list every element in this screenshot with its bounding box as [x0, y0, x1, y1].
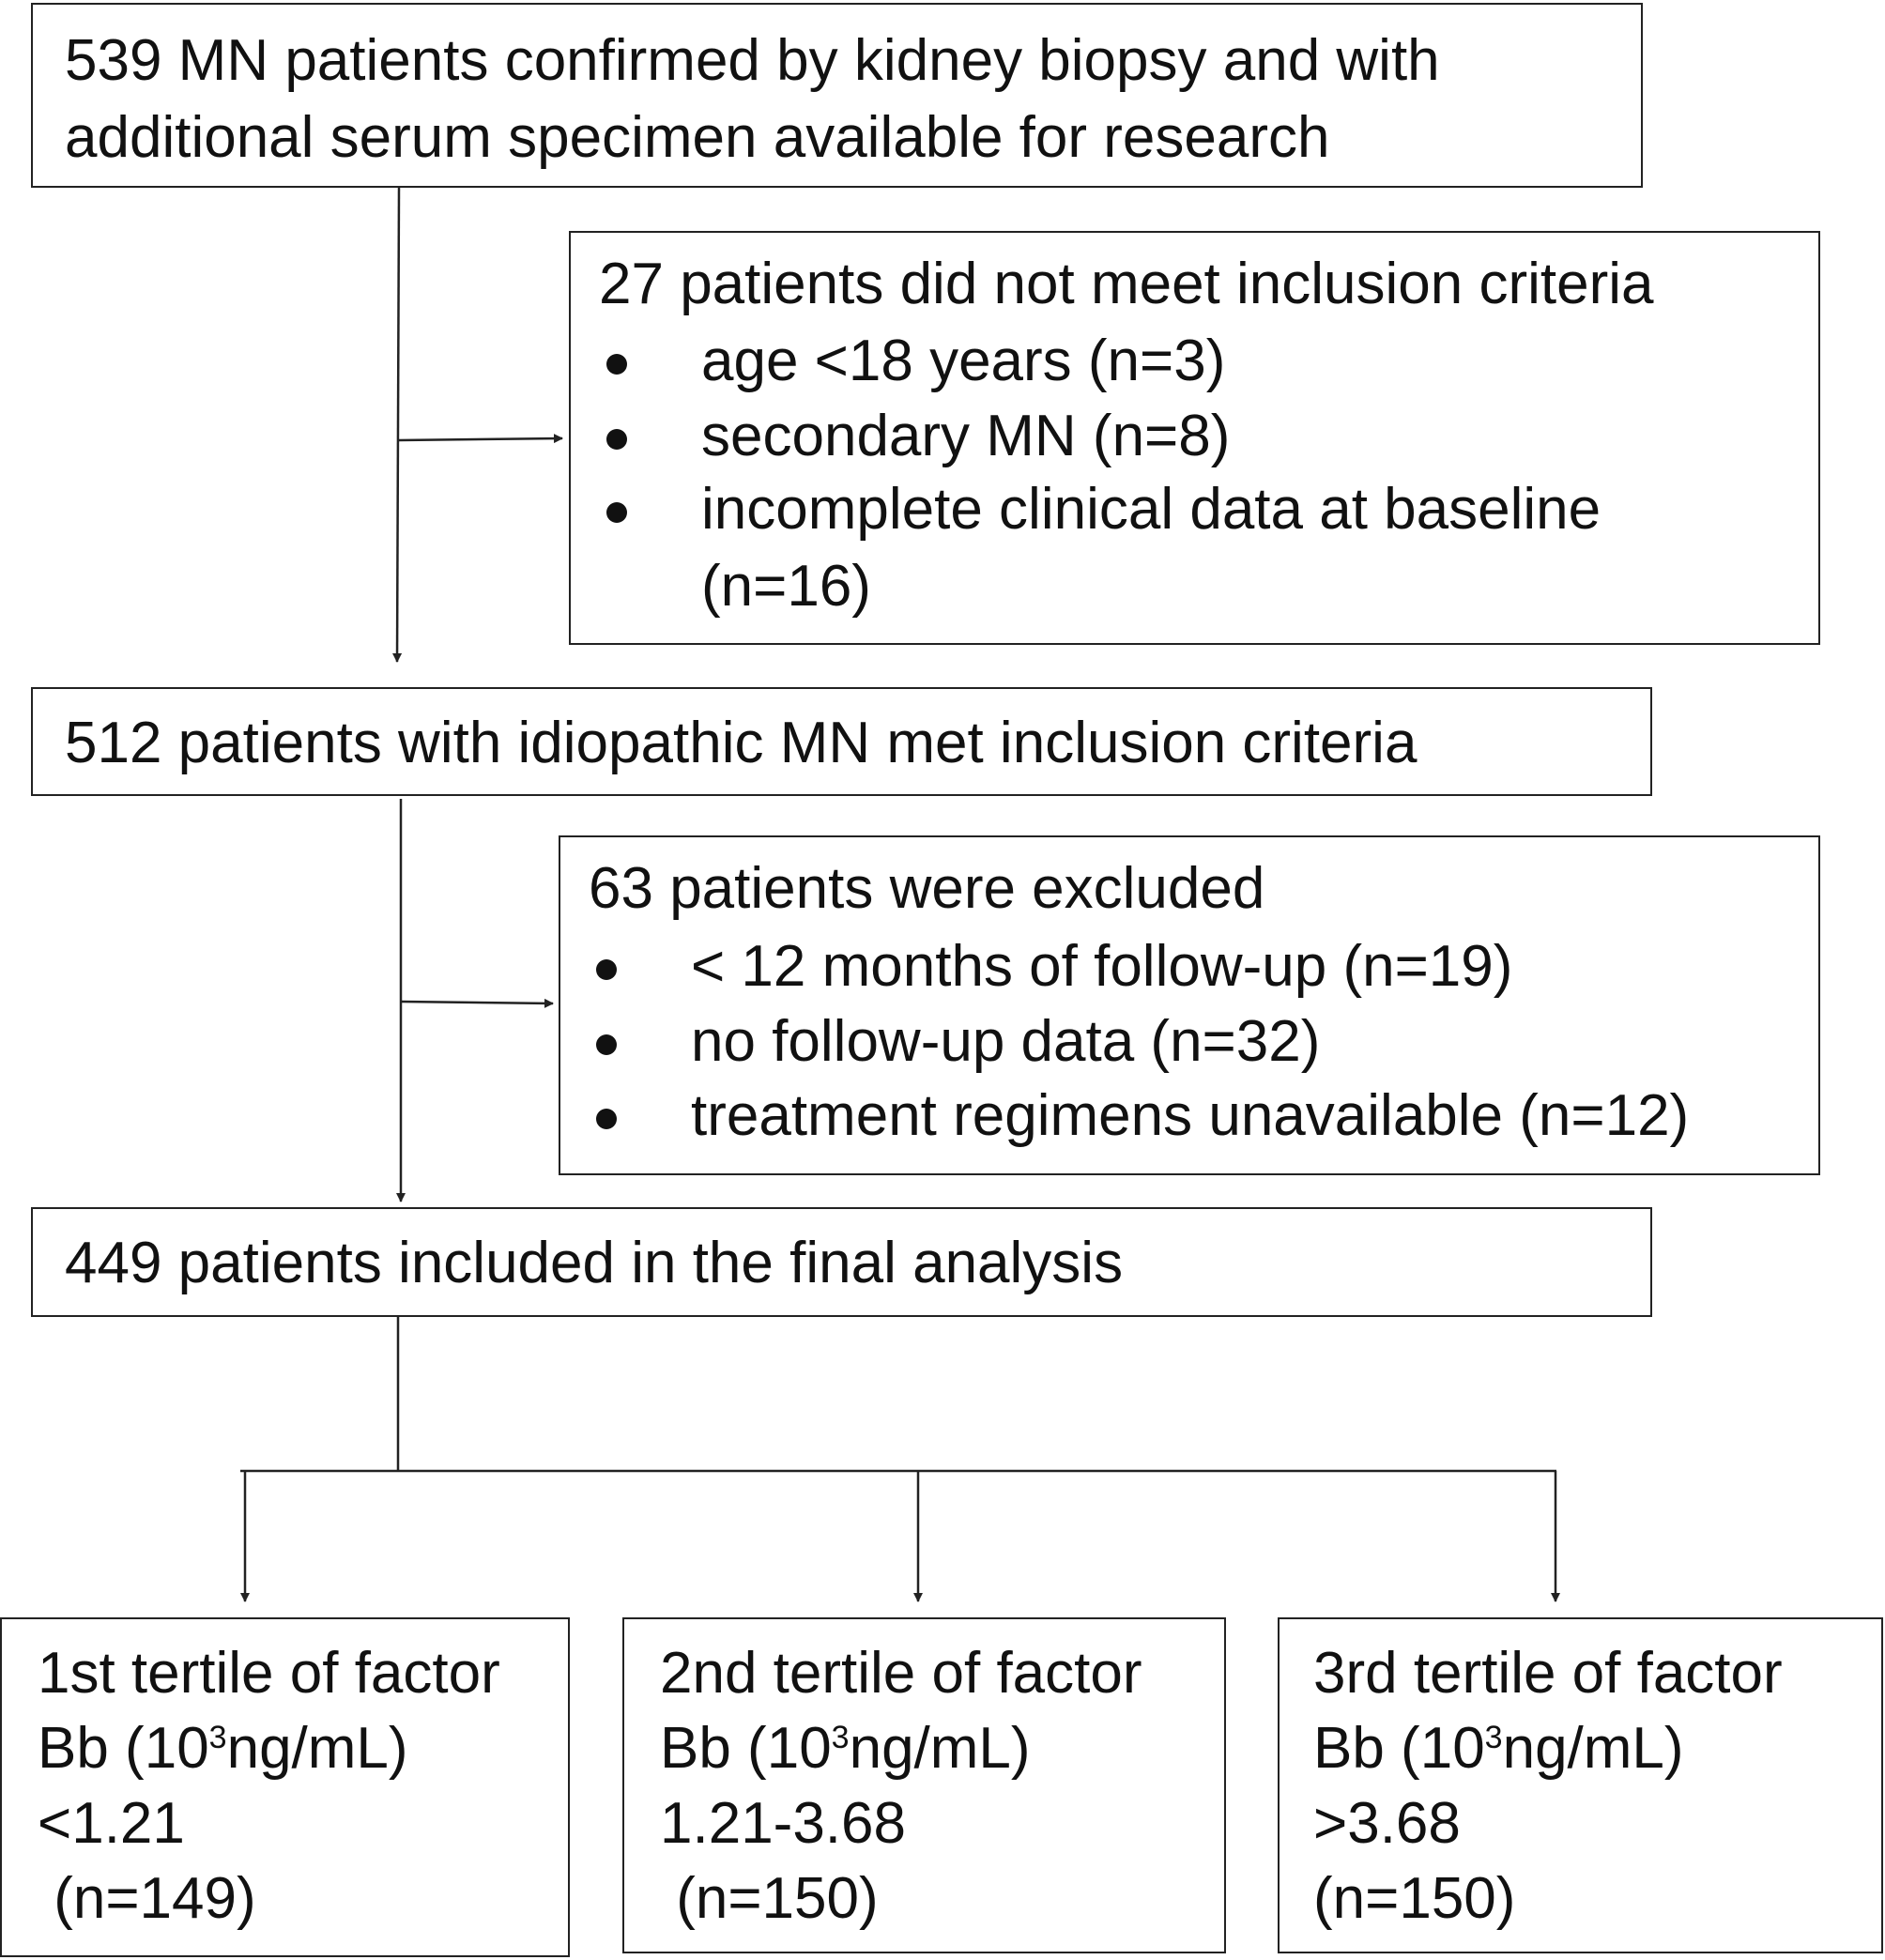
exclusion-2-item: no follow-up data (n=32) — [691, 1009, 1321, 1074]
tertile-count: (n=150) — [1313, 1866, 1516, 1931]
connector-to-exclusion-1 — [398, 434, 563, 444]
tertile-title: 3rd tertile of factor — [1313, 1641, 1783, 1706]
tertile-count: (n=149) — [38, 1866, 256, 1931]
exclusion-1-item: incomplete clinical data at baseline — [701, 477, 1601, 542]
initial-cohort-line-1: 539 MN patients confirmed by kidney biop… — [65, 28, 1440, 93]
bullet-icon — [596, 1109, 617, 1129]
tertile-unit-prefix: Bb (10 — [660, 1716, 832, 1781]
exclusion-box-1: 27 patients did not meet inclusion crite… — [569, 231, 1820, 645]
tertile-box-2: 2nd tertile of factor Bb (103ng/mL) 1.21… — [622, 1617, 1226, 1953]
tertile-range: <1.21 — [38, 1791, 185, 1856]
initial-cohort-line-2: additional serum specimen available for … — [65, 105, 1330, 170]
exclusion-1-heading: 27 patients did not meet inclusion crite… — [599, 252, 1654, 316]
tertile-unit-exponent: 3 — [831, 1720, 850, 1755]
tertile-title: 2nd tertile of factor — [660, 1641, 1142, 1706]
connector-to-exclusion-2 — [400, 998, 554, 1008]
included-cohort-text: 512 patients with idiopathic MN met incl… — [65, 711, 1418, 775]
exclusion-2-item: treatment regimens unavailable (n=12) — [691, 1083, 1690, 1148]
bullet-icon — [606, 354, 627, 375]
exclusion-1-item: secondary MN (n=8) — [701, 404, 1231, 468]
bullet-icon — [596, 959, 617, 980]
exclusion-2-heading: 63 patients were excluded — [589, 856, 1265, 921]
tertile-unit-exponent: 3 — [1484, 1720, 1503, 1755]
exclusion-box-2: 63 patients were excluded < 12 months of… — [559, 835, 1820, 1175]
tertile-unit-prefix: Bb (10 — [1313, 1716, 1485, 1781]
tertile-unit: Bb (103ng/mL) — [38, 1720, 408, 1778]
included-cohort-box: 512 patients with idiopathic MN met incl… — [31, 687, 1652, 796]
tertile-box-3: 3rd tertile of factor Bb (103ng/mL) >3.6… — [1278, 1617, 1883, 1953]
exclusion-1-item-continuation: (n=16) — [701, 554, 871, 619]
final-analysis-box: 449 patients included in the final analy… — [31, 1207, 1652, 1317]
exclusion-1-item: age <18 years (n=3) — [701, 329, 1226, 393]
initial-cohort-box: 539 MN patients confirmed by kidney biop… — [31, 3, 1643, 188]
tertile-unit-suffix: ng/mL) — [849, 1716, 1031, 1781]
tertile-unit-exponent: 3 — [208, 1720, 227, 1755]
tertile-unit-suffix: ng/mL) — [1502, 1716, 1684, 1781]
tertile-unit-prefix: Bb (10 — [38, 1716, 209, 1781]
tertile-unit: Bb (103ng/mL) — [1313, 1720, 1684, 1778]
tertile-range: 1.21-3.68 — [660, 1791, 906, 1856]
tertile-count: (n=150) — [660, 1866, 879, 1931]
exclusion-2-item: < 12 months of follow-up (n=19) — [691, 934, 1513, 999]
tertile-range: >3.68 — [1313, 1791, 1461, 1856]
tertile-unit: Bb (103ng/mL) — [660, 1720, 1031, 1778]
bullet-icon — [606, 502, 627, 523]
bullet-icon — [606, 429, 627, 450]
final-analysis-text: 449 patients included in the final analy… — [65, 1231, 1124, 1295]
tertile-box-1: 1st tertile of factor Bb (103ng/mL) <1.2… — [0, 1617, 570, 1957]
tertile-title: 1st tertile of factor — [38, 1641, 500, 1706]
bullet-icon — [596, 1034, 617, 1055]
connector-initial-to-included — [392, 187, 403, 663]
tertile-unit-suffix: ng/mL) — [226, 1716, 408, 1781]
